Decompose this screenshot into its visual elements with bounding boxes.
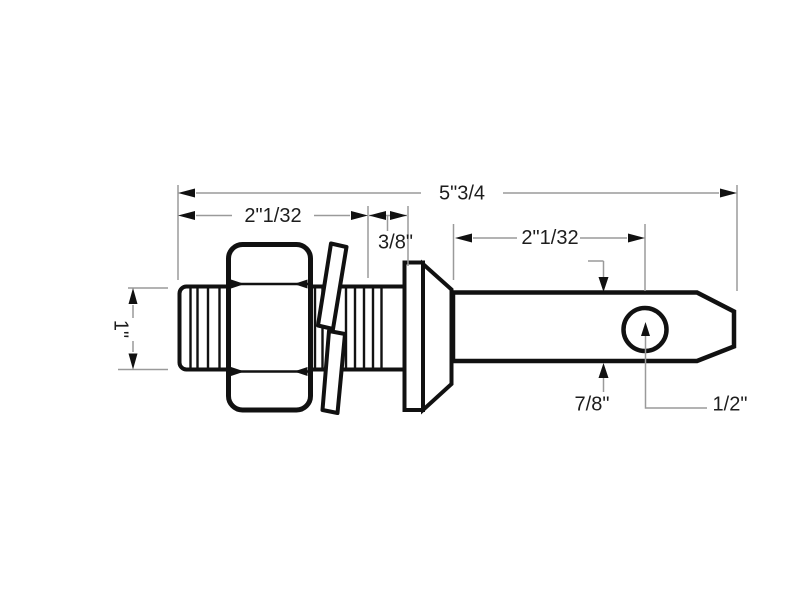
dim-label-thread-section: 2"1/32	[244, 205, 301, 227]
dim-label-hole-diameter: 1/2"	[713, 394, 748, 416]
dim-washer-section: 3/8"	[369, 211, 413, 254]
arrowhead-right-icon	[390, 211, 407, 220]
dim-hole-diameter: 1/2"	[641, 322, 747, 416]
dim-label-thread-diameter: 1"	[110, 320, 132, 338]
arrowhead-left-icon	[369, 211, 386, 220]
pin-body	[450, 290, 737, 364]
washer-upper-half	[316, 241, 349, 331]
threaded-stud-left	[177, 284, 236, 372]
hex-nut	[226, 242, 313, 413]
dim-label-overall-length: 5"3/4	[439, 183, 485, 205]
washer-lower-half	[320, 329, 347, 415]
dim-label-pin-section: 2"1/32	[521, 227, 578, 249]
arrowhead-right-icon	[351, 211, 368, 220]
dim-label-pin-diameter: 7/8"	[575, 394, 610, 416]
arrowhead-up-icon	[598, 363, 609, 378]
nut-chamfer-mark	[294, 279, 308, 289]
flange-collar	[402, 259, 454, 415]
arrowhead-down-icon	[598, 277, 609, 292]
nut-chamfer-mark	[294, 367, 308, 376]
arrowhead-left-icon	[455, 233, 472, 243]
nut-chamfer-mark	[231, 279, 245, 289]
collar-plate	[402, 260, 425, 412]
dim-thread-section-length: 2"1/32	[178, 205, 368, 227]
dim-label-washer-section: 3/8"	[378, 232, 413, 254]
dim-overall-length: 5"3/4	[178, 183, 737, 205]
arrowhead-up-icon	[641, 322, 650, 336]
arrowhead-right-icon	[628, 233, 645, 243]
nut-outline	[226, 242, 313, 413]
stud-end-cap	[177, 284, 236, 372]
arrowhead-right-icon	[720, 188, 737, 198]
collar-cone	[421, 259, 454, 415]
pin-outline	[450, 290, 737, 364]
extension-lines-diameter	[118, 287, 168, 371]
arrowhead-down-icon	[128, 353, 138, 370]
dim-thread-diameter: 1"	[110, 288, 138, 370]
arrowhead-up-icon	[128, 288, 138, 304]
thread-lines-left	[189, 288, 231, 368]
nut-chamfer-mark	[231, 367, 245, 376]
arrowhead-left-icon	[178, 211, 195, 220]
arrowhead-left-icon	[178, 188, 195, 198]
dim-pin-section-length: 2"1/32	[455, 227, 645, 249]
dim-pin-diameter: 7/8"	[575, 260, 610, 416]
split-lock-washer	[316, 241, 349, 415]
